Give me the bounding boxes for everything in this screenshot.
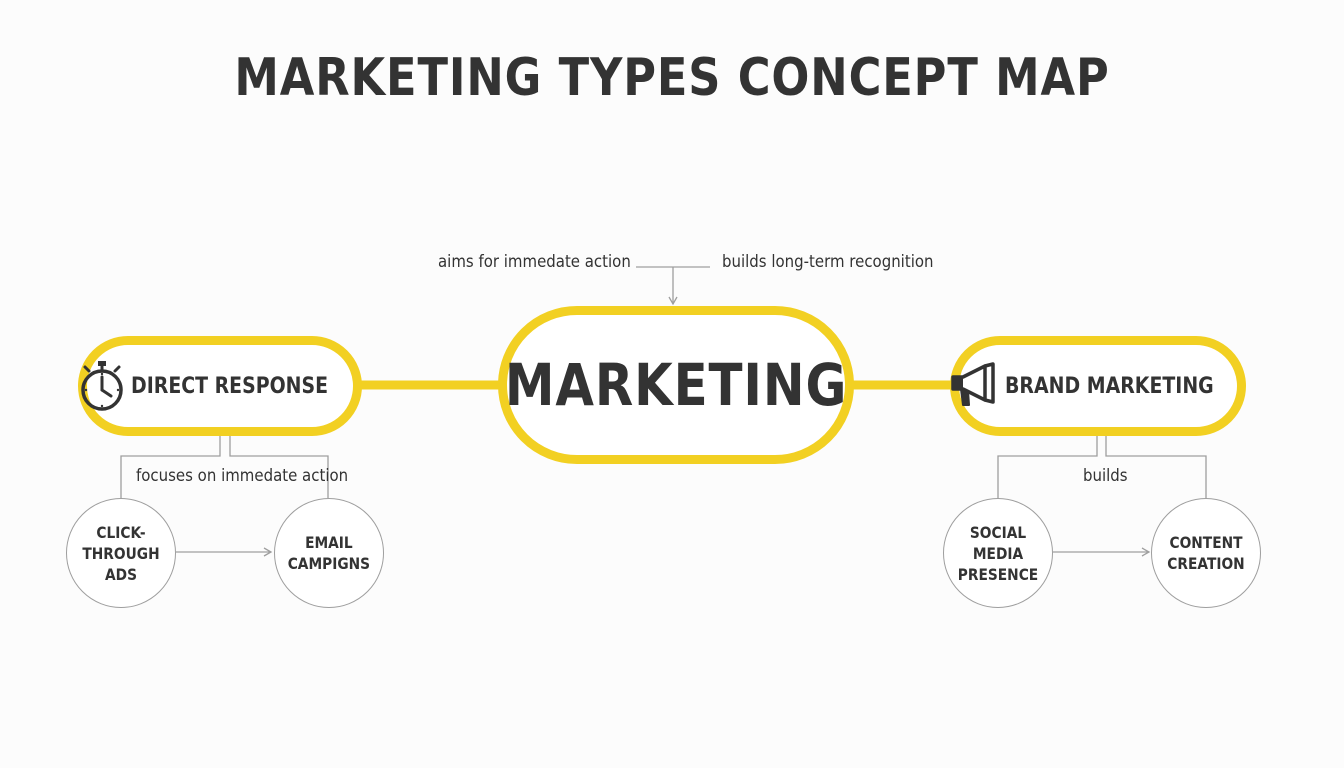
edge-label-builds: builds <box>1083 466 1128 486</box>
click-through-ads-label: CLICK-THROUGH ADS <box>82 522 160 584</box>
edge-label-long-term: builds long-term recognition <box>722 252 934 272</box>
edge-label-aims-immediate: aims for immedate action <box>438 252 631 272</box>
node-direct-response: DIRECT RESPONSE <box>78 336 362 436</box>
node-click-through-ads: CLICK-THROUGH ADS <box>66 498 176 608</box>
node-content-creation: CONTENT CREATION <box>1151 498 1261 608</box>
content-creation-label: CONTENT CREATION <box>1167 533 1245 573</box>
social-media-presence-label: SOCIAL MEDIA PRESENCE <box>957 522 1039 584</box>
direct-response-label: DIRECT RESPONSE <box>131 373 329 399</box>
node-email-campaigns: EMAIL CAMPIGNS <box>274 498 384 608</box>
node-brand-marketing: BRAND MARKETING <box>950 336 1246 436</box>
connector-brand-marketing-left <box>997 434 1098 498</box>
brand-marketing-label: BRAND MARKETING <box>1004 373 1214 399</box>
megaphone-icon <box>949 358 999 414</box>
connector-brand-marketing-right <box>1105 434 1207 498</box>
center-node-marketing: MARKETING <box>498 306 854 464</box>
page-title: MARKETING TYPES CONCEPT MAP <box>234 48 1110 108</box>
connector-top-annotation <box>636 266 710 304</box>
node-social-media-presence: SOCIAL MEDIA PRESENCE <box>943 498 1053 608</box>
email-campaigns-label: EMAIL CAMPIGNS <box>287 533 371 573</box>
connector-direct-response-left <box>120 434 221 498</box>
center-node-label: MARKETING <box>504 351 848 419</box>
connector-direct-response-right <box>229 434 329 498</box>
edge-label-focuses: focuses on immedate action <box>136 466 349 486</box>
stopwatch-icon <box>79 358 125 414</box>
